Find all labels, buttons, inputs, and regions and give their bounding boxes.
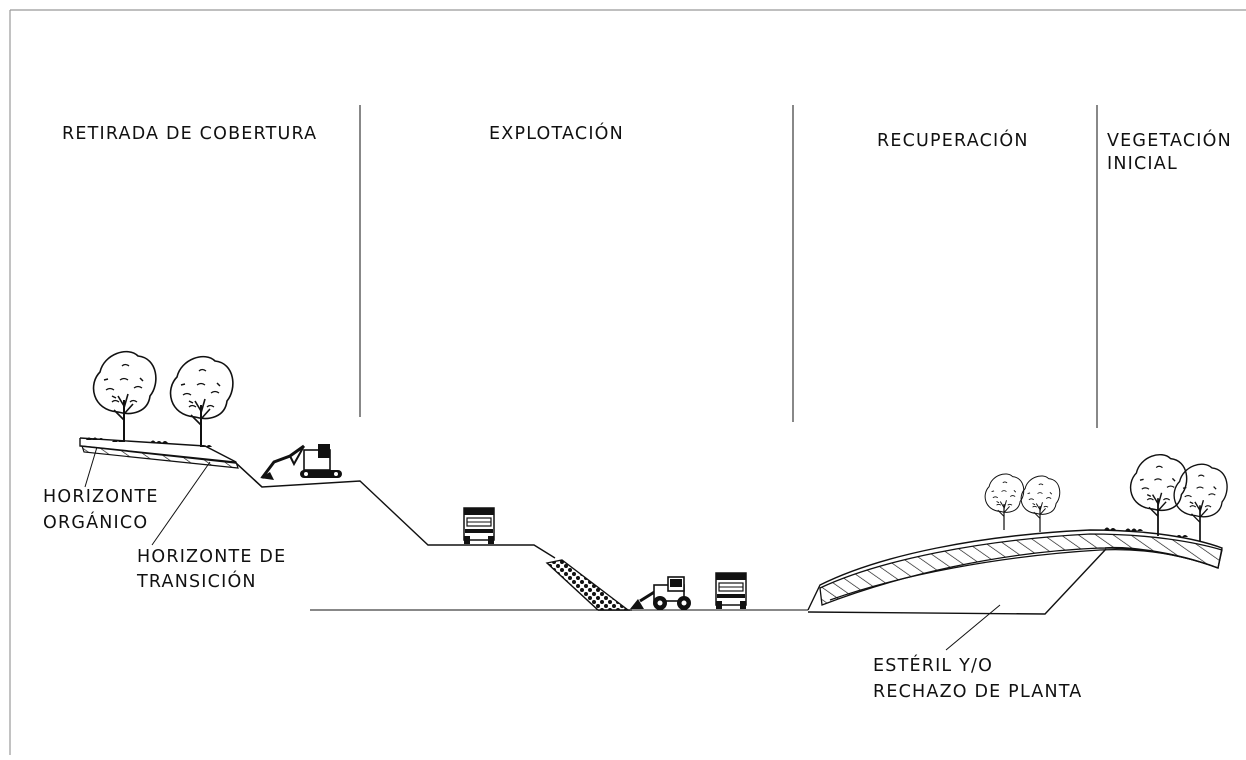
tree-icon <box>1173 463 1228 542</box>
label-organic-horizon-line2: ORGÁNICO <box>43 511 148 533</box>
label-organic-horizon-line1: HORIZONTE <box>43 487 159 507</box>
tree-icon <box>1129 453 1188 537</box>
truck-icon <box>715 572 747 610</box>
label-transition-horizon-line1: HORIZONTE DE <box>137 547 286 567</box>
section-title-cover-removal: RETIRADA DE COBERTURA <box>62 124 317 144</box>
ground-bushes-left <box>86 437 212 447</box>
organic-horizon-layer <box>79 437 263 488</box>
excavator-icon <box>260 444 342 480</box>
wheel-loader-icon <box>630 576 691 610</box>
truck-icon <box>463 507 495 545</box>
tree-icon <box>92 350 157 443</box>
tree-icon <box>169 355 234 448</box>
section-title-vegetation-line1: VEGETACIÓN <box>1107 129 1232 151</box>
label-transition-horizon-line2: TRANSICIÓN <box>136 570 257 592</box>
section-title-vegetation-line2: INICIAL <box>1107 154 1178 174</box>
section-title-exploitation: EXPLOTACIÓN <box>489 122 624 144</box>
ore-rock-slope <box>545 559 631 611</box>
drawing-frame <box>9 9 1246 755</box>
section-title-recovery: RECUPERACIÓN <box>877 129 1029 151</box>
tree-icon <box>984 473 1025 531</box>
label-waste-line2: RECHAZO DE PLANTA <box>873 682 1082 702</box>
section-dividers <box>359 105 1098 428</box>
tree-icon <box>1020 475 1061 533</box>
leader-lines <box>84 446 1001 651</box>
label-waste-line1: ESTÉRIL Y/O <box>873 654 993 676</box>
recovered-waste-dump <box>807 527 1223 615</box>
